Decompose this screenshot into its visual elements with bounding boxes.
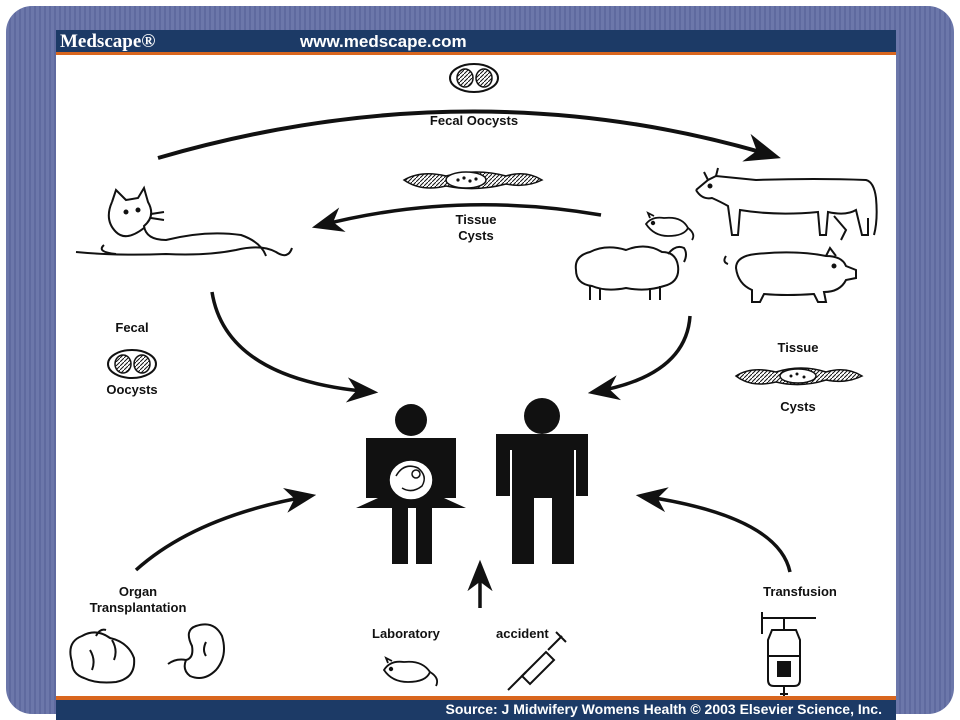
mouse-icon bbox=[644, 211, 695, 241]
pig-icon bbox=[723, 246, 857, 303]
cow-icon bbox=[695, 167, 878, 241]
tissue-cyst-icon bbox=[402, 171, 544, 190]
label-tissue-right-2: Cysts bbox=[780, 399, 815, 414]
image-panel: Medscape® www.medscape.com Fecal Oocysts bbox=[56, 30, 896, 720]
heart-icon bbox=[69, 628, 136, 684]
arrow-transfusion-to-humans bbox=[635, 487, 792, 573]
header-accent-line bbox=[56, 52, 896, 55]
source-citation: Source: J Midwifery Womens Health © 2003… bbox=[445, 701, 882, 717]
woman-pregnant-icon bbox=[356, 404, 466, 564]
label-tissue-right-1: Tissue bbox=[778, 340, 819, 355]
sheep-icon bbox=[574, 245, 687, 300]
oocyst-icon bbox=[107, 349, 157, 379]
site-url: www.medscape.com bbox=[300, 32, 467, 51]
toxoplasmosis-transmission-diagram: Fecal Oocysts Tissue Cysts bbox=[69, 63, 878, 696]
cat-icon bbox=[75, 185, 293, 257]
arrow-animals-to-humans bbox=[587, 315, 692, 401]
man-icon bbox=[496, 398, 588, 564]
label-accident: accident bbox=[496, 626, 549, 641]
label-organ-2: Transplantation bbox=[90, 600, 187, 615]
mouse-icon bbox=[382, 656, 439, 687]
iv-bag-icon bbox=[761, 612, 816, 696]
oocyst-icon bbox=[449, 63, 499, 93]
footer-accent-line bbox=[56, 696, 896, 700]
label-laboratory: Laboratory bbox=[372, 626, 441, 641]
kidney-icon bbox=[167, 623, 225, 679]
label-organ-1: Organ bbox=[119, 584, 157, 599]
label-fecal-oocysts-top: Fecal Oocysts bbox=[430, 113, 518, 128]
footer-bar: Source: J Midwifery Womens Health © 2003… bbox=[56, 700, 896, 720]
arrow-tissue-to-cat bbox=[311, 203, 602, 232]
label-fecal-left-1: Fecal bbox=[115, 320, 148, 335]
label-tissue-center-1: Tissue bbox=[456, 212, 497, 227]
arrow-cat-to-humans bbox=[210, 291, 379, 403]
label-transfusion: Transfusion bbox=[763, 584, 837, 599]
header-bar: Medscape® www.medscape.com bbox=[56, 30, 896, 52]
label-fecal-left-2: Oocysts bbox=[106, 382, 157, 397]
arrow-organ-to-humans bbox=[134, 487, 317, 572]
syringe-icon bbox=[507, 631, 567, 691]
label-tissue-center-2: Cysts bbox=[458, 228, 493, 243]
medscape-logo: Medscape® bbox=[60, 31, 156, 52]
arrow-oocysts-to-herbivores bbox=[157, 109, 781, 162]
tissue-cyst-icon bbox=[734, 367, 864, 386]
